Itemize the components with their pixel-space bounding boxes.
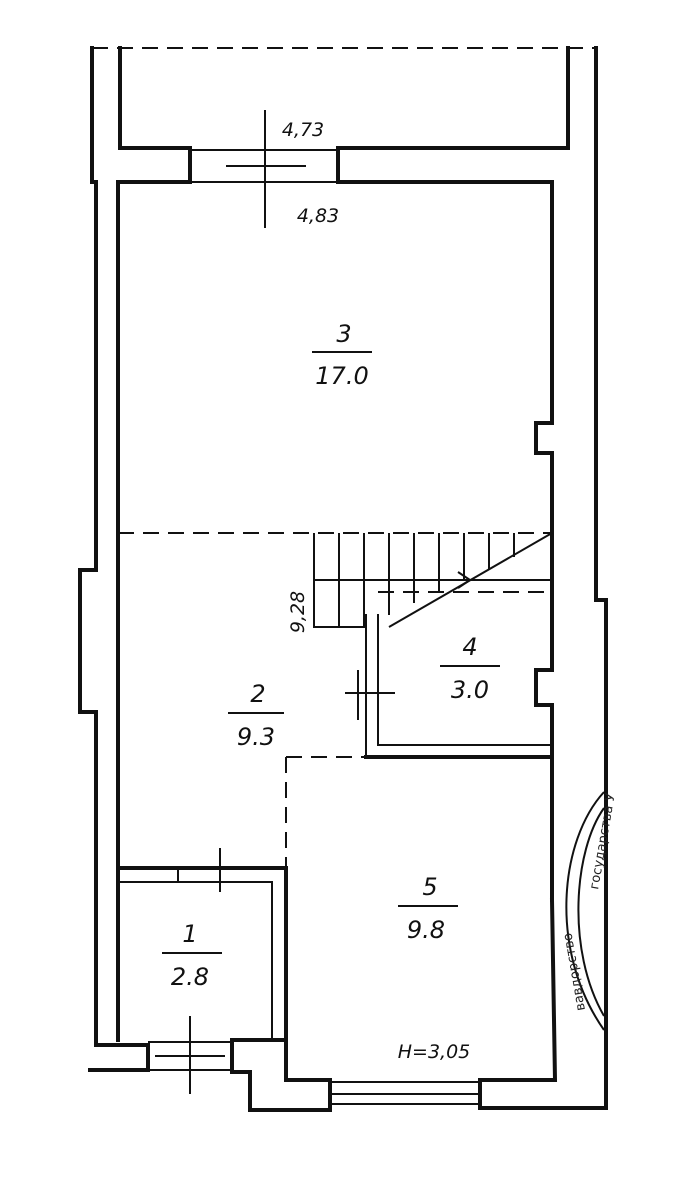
- balcony-door: [190, 110, 338, 228]
- room-number: 1: [182, 920, 197, 948]
- staircase: [313, 532, 553, 628]
- level-mark-top-lower: 4,83: [297, 205, 339, 227]
- room-1-walls: [116, 848, 288, 1082]
- room-area: 3.0: [451, 676, 489, 704]
- room-number: 3: [336, 320, 351, 348]
- room-5-label: 5 9.8: [398, 873, 458, 944]
- room-4-label: 4 3.0: [440, 633, 500, 704]
- room-number: 2: [250, 680, 265, 708]
- balcony: [90, 46, 598, 184]
- level-mark-stair: 9,28: [287, 591, 309, 633]
- stamp-line2: вавдорство: [560, 932, 588, 1012]
- room-area: 2.8: [171, 963, 209, 991]
- room-area: 9.3: [237, 723, 275, 751]
- room-area: 17.0: [315, 362, 368, 390]
- room-3-label: 3 17.0: [312, 320, 372, 390]
- stamp: государства У вавдорство: [560, 791, 619, 1031]
- entrance-door: [148, 1016, 232, 1094]
- zone-boundaries: [118, 532, 552, 868]
- level-mark-top-upper: 4,73: [282, 119, 324, 141]
- room-number: 4: [462, 633, 477, 661]
- room-1-label: 1 2.8: [162, 920, 222, 991]
- room-2-label: 2 9.3: [228, 680, 284, 751]
- room-area: 9.8: [407, 916, 445, 944]
- room-4-walls: [345, 591, 554, 759]
- room-number: 5: [422, 873, 437, 901]
- ceiling-height: H=3,05: [398, 1041, 471, 1063]
- bottom-window: [330, 1081, 480, 1105]
